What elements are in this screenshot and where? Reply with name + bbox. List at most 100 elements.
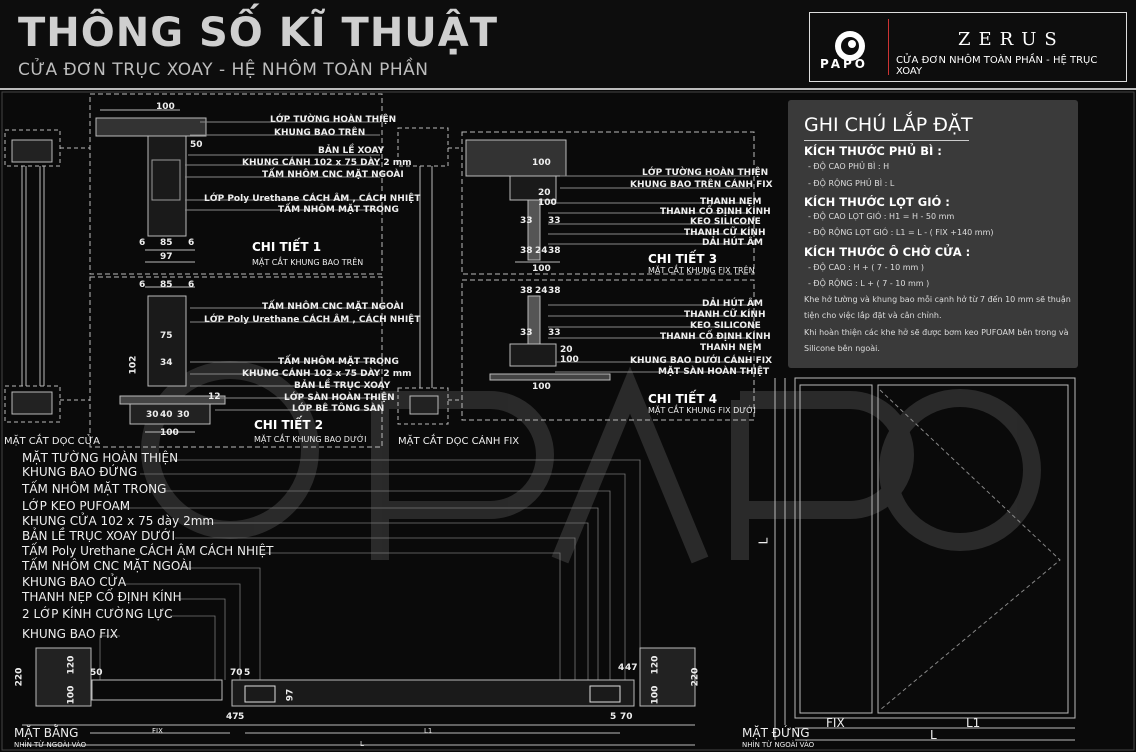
- d2-dim-85: 85: [160, 280, 173, 290]
- elevation-dim-l1: L1: [966, 716, 981, 730]
- d2-dim-34: 34: [160, 358, 173, 368]
- d1-dim-85: 85: [160, 238, 173, 248]
- installation-notes-panel: GHI CHÚ LẮP ĐẶT KÍCH THƯỚC PHỦ BÌ : - ĐỘ…: [788, 100, 1078, 368]
- notes-h3: KÍCH THƯỚC Ô CHỜ CỬA :: [804, 245, 971, 259]
- section-mid-drawing: [397, 127, 462, 425]
- d2-dim-30a: 30: [146, 410, 159, 420]
- legend-3: TẤM NHÔM MẶT TRONG: [22, 482, 167, 496]
- d1-dim-100: 100: [156, 102, 175, 112]
- d2-dim-6a: 6: [139, 280, 146, 290]
- header: THÔNG SỐ KĨ THUẬT CỬA ĐƠN TRỤC XOAY - HỆ…: [0, 0, 1136, 90]
- d2-label-6: LỚP SÀN HOÀN THIỆN: [284, 393, 395, 403]
- detail-2-drawing: [89, 276, 383, 448]
- legend-4: LỚP KEO PUFOAM: [22, 499, 131, 513]
- plan-dim-5c: 5: [610, 712, 617, 722]
- elevation-drawing: [774, 377, 1076, 741]
- d3-dim-33a: 33: [520, 216, 533, 226]
- d2-label-4: KHUNG CÁNH 102 x 75 DÀY 2 mm: [242, 369, 412, 379]
- d1-dim-6a: 6: [139, 238, 146, 248]
- d3-label-2: KHUNG BAO TRÊN CÁNH FIX: [630, 180, 773, 190]
- d3-label-6: THANH CỮ KÍNH: [684, 228, 766, 238]
- d1-label-7: TẤM NHÔM MẶT TRONG: [278, 205, 399, 215]
- plan-dim-5b: 5: [238, 712, 245, 722]
- d2-title: CHI TIẾT 2: [254, 418, 324, 432]
- notes-p1b: tiện cho việc lắp đặt và cân chỉnh.: [804, 311, 942, 320]
- notes-p2b: Silicone bên ngoài.: [804, 344, 880, 353]
- d1-title: CHI TIẾT 1: [252, 240, 322, 254]
- d3-label-7: DẢI HÚT ÂM: [702, 238, 763, 248]
- d1-dim-50: 50: [190, 140, 203, 150]
- plan-dim-47b: 47: [625, 663, 638, 673]
- plan-subtitle: NHÌN TỪ NGOÀI VÀO: [14, 741, 87, 749]
- papo-logo-icon: [835, 31, 865, 61]
- d4-dim-100a: 100: [560, 355, 579, 365]
- legend-8: TẤM NHÔM CNC MẶT NGOÀI: [22, 559, 192, 573]
- d1-dim-97: 97: [160, 252, 173, 262]
- page-title: THÔNG SỐ KĨ THUẬT: [18, 10, 499, 56]
- d4-dim-24: 24: [535, 286, 548, 296]
- brand-box: PAPO ZERUS CỬA ĐƠN NHÔM TOÀN PHẦN - HỆ T…: [809, 12, 1127, 82]
- elevation-title: MẶT ĐỨNG: [742, 726, 810, 740]
- d1-label-4: KHUNG CÁNH 102 x 75 DÀY 2 mm: [242, 158, 412, 168]
- d4-dim-33b: 33: [548, 328, 561, 338]
- d3-label-4: THANH CỐ ĐỊNH KÍNH: [660, 207, 771, 217]
- d4-label-5: THANH NẸM: [700, 343, 762, 353]
- d3-dim-33b: 33: [548, 216, 561, 226]
- plan-dim-120b: 120: [650, 655, 661, 675]
- legend-12: KHUNG BAO FIX: [22, 627, 118, 641]
- section-left-drawing: [4, 129, 90, 423]
- notes-p2a: Khi hoàn thiện các khe hở sẽ được bơm ke…: [804, 328, 1069, 337]
- d4-label-4: THANH CỐ ĐỊNH KÍNH: [660, 332, 771, 342]
- plan-dim-70b: 70: [620, 712, 633, 722]
- legend-5: KHUNG CỬA 102 x 75 dày 2mm: [22, 514, 215, 528]
- d3-dim-38b: 38: [548, 246, 561, 256]
- d4-title: CHI TIẾT 4: [648, 392, 718, 406]
- d4-dim-38b: 38: [548, 286, 561, 296]
- legend-2: KHUNG BAO ĐỨNG: [22, 465, 138, 479]
- d2-dim-30b: 30: [177, 410, 190, 420]
- plan-dim-47a: 47: [226, 712, 239, 722]
- d4-dim-33a: 33: [520, 328, 533, 338]
- d3-dim-100c: 100: [532, 264, 551, 274]
- d2-label-1: TẤM NHÔM CNC MẶT NGOÀI: [262, 302, 404, 312]
- plan-drawing: [22, 647, 696, 746]
- d2-dim-75: 75: [160, 331, 173, 341]
- notes-h1: KÍCH THƯỚC PHỦ BÌ :: [804, 144, 942, 158]
- d4-label-6: KHUNG BAO DƯỚI CÁNH FIX: [630, 356, 773, 366]
- d1-subtitle: MẶT CẮT KHUNG BAO TRÊN: [252, 258, 364, 267]
- brand-logo-text: PAPO: [820, 57, 868, 71]
- d1-label-3: BẢN LỀ XOAY: [318, 146, 385, 156]
- d2-dim-102: 102: [128, 355, 139, 375]
- d2-dim-12: 12: [208, 392, 221, 402]
- notes-underline: [804, 140, 969, 141]
- d2-label-3: TẤM NHÔM MẶT TRONG: [278, 357, 399, 367]
- detail-4-drawing: [461, 279, 755, 421]
- legend-7: TẤM Poly Urethane CÁCH ÂM CÁCH NHIỆT: [22, 544, 274, 558]
- legend-leaders: [99, 459, 641, 680]
- plan-dim-100b: 100: [650, 685, 661, 705]
- plan-dim-70a: 70: [230, 668, 243, 678]
- d1-label-5: TẤM NHÔM CNC MẶT NGOÀI: [262, 170, 404, 180]
- brand-subtitle: CỬA ĐƠN NHÔM TOÀN PHẦN - HỆ TRỤC XOAY: [896, 55, 1098, 77]
- d2-label-7: LỚP BÊ TÔNG SÀN: [292, 404, 385, 414]
- d2-dim-6b: 6: [188, 280, 195, 290]
- d3-dim-38a: 38: [520, 246, 533, 256]
- legend-11: 2 LỚP KÍNH CƯỜNG LỰC: [22, 607, 173, 621]
- notes-h2: KÍCH THƯỚC LỌT GIÓ :: [804, 195, 950, 209]
- d3-dim-24: 24: [535, 246, 548, 256]
- plan-dim-50: 50: [90, 668, 103, 678]
- d4-label-7: MẶT SÀN HOÀN THIỆT: [658, 367, 770, 377]
- d4-dim-38a: 38: [520, 286, 533, 296]
- d3-label-3: THANH NẸM: [700, 197, 762, 207]
- section-left-label: MẶT CẮT DỌC CỬA: [4, 436, 101, 447]
- elevation-dim-fix: FIX: [826, 716, 845, 730]
- plan-dim-l: L: [360, 740, 364, 748]
- plan-dim-220a: 220: [14, 667, 25, 687]
- legend-10: THANH NẸP CỐ ĐỊNH KÍNH: [22, 590, 182, 604]
- notes-p1a: Khe hở tường và khung bao mỗi cạnh hở từ…: [804, 295, 1071, 304]
- d4-dim-100b: 100: [532, 382, 551, 392]
- brand-divider: [888, 19, 889, 75]
- plan-dim-97: 97: [285, 688, 296, 702]
- plan-dim-4: 4: [618, 663, 625, 673]
